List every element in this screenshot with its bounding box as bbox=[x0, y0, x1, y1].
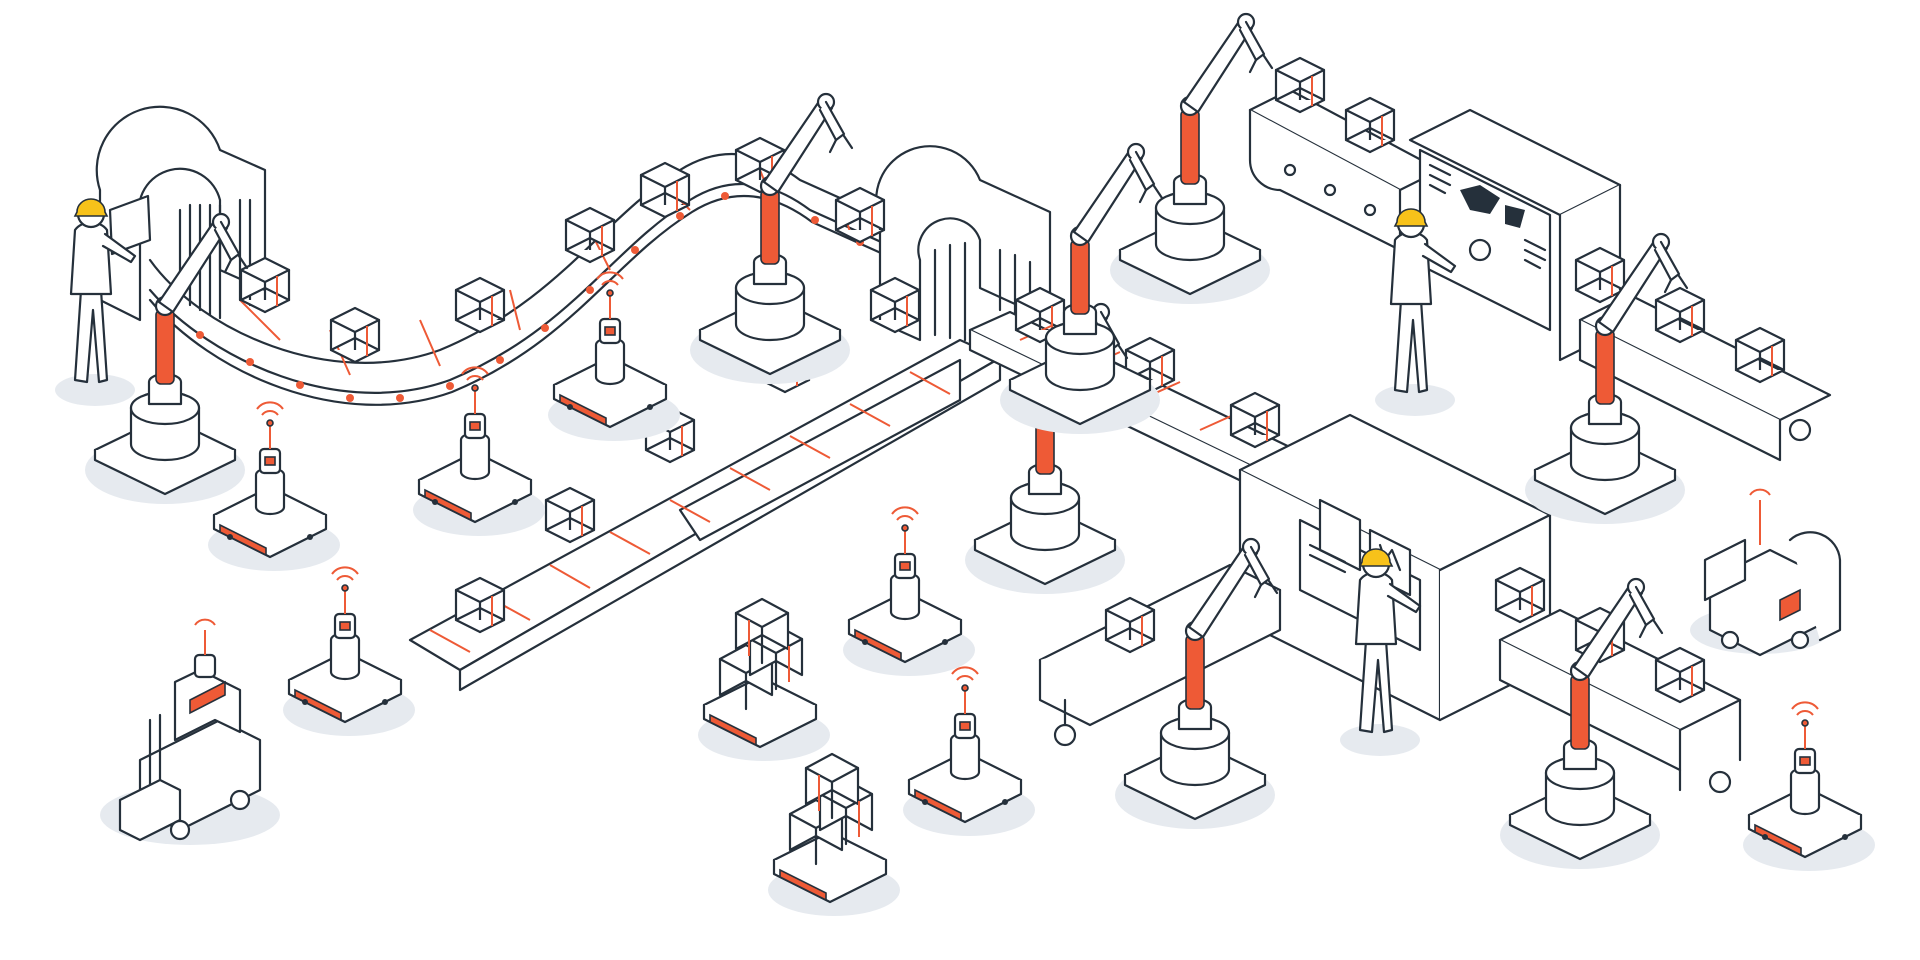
ramp-conveyor bbox=[408, 338, 1002, 692]
forklift-left bbox=[100, 618, 280, 845]
forklift-right bbox=[1690, 488, 1842, 657]
lower-left-conveyor bbox=[1038, 563, 1282, 747]
